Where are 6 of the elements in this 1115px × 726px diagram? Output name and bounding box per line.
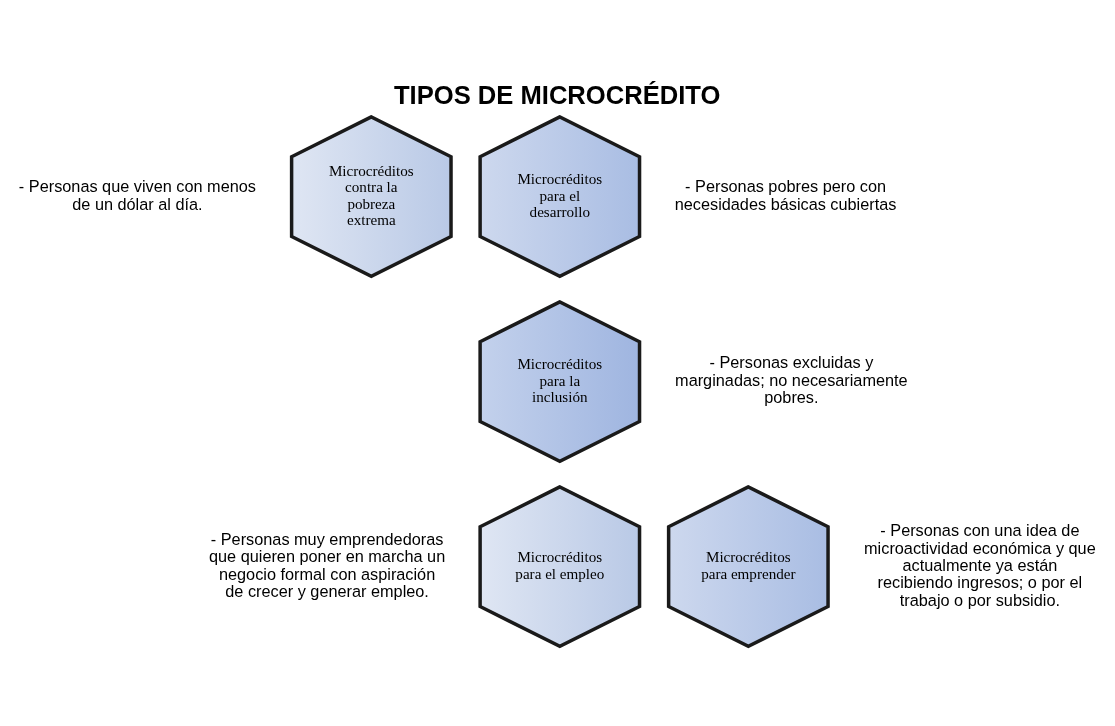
node-label: - Personas muy emprendedoras que quieren poner en marcha un negocio formal con aspiración de crecer y generar empleo.	[208, 529, 446, 601]
node-label: - Personas excluidas y marginadas; no necesariamente pobres.	[675, 353, 908, 407]
node-label: - Personas que viven con menos de un dólar al día.	[18, 177, 256, 213]
node-label: - Personas pobres pero con necesidades básicas cubiertas	[674, 177, 897, 213]
diagram-title: TIPOS DE MICROCRÉDITO	[394, 80, 721, 109]
node-label: - Personas con una idea de microactividad económica y que actualmente ya están recibiendo ingresos; o por el trabajo o por subsidio.	[864, 521, 1096, 609]
